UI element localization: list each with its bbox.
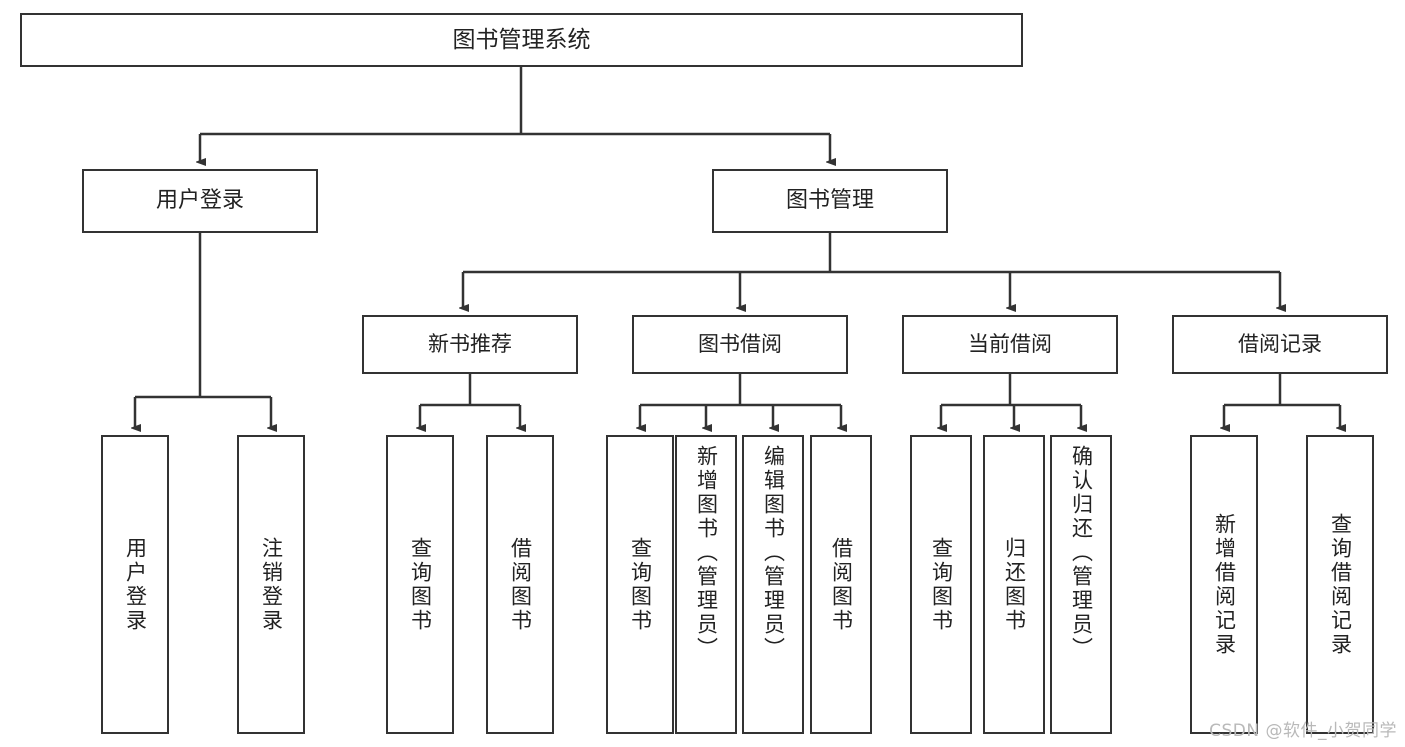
node-label: 新书推荐 xyxy=(428,332,512,357)
leaf-add-book-admin[interactable]: 新增图书（管理员） xyxy=(675,435,737,734)
node-label: 用户登录 xyxy=(155,188,244,214)
node-borrowing-records[interactable]: 借阅记录 xyxy=(1172,315,1388,374)
leaf-edit-book-admin[interactable]: 编辑图书（管理员） xyxy=(742,435,804,734)
node-label: 图书管理系统 xyxy=(452,26,591,53)
leaf-query-borrow-record[interactable]: 查询借阅记录 xyxy=(1306,435,1374,734)
watermark-text: CSDN @软件_小贺同学 xyxy=(1209,721,1397,741)
leaf-return-books[interactable]: 归还图书 xyxy=(983,435,1045,734)
leaf-confirm-return-admin[interactable]: 确认归还（管理员） xyxy=(1050,435,1112,734)
node-label: 图书管理 xyxy=(785,188,874,214)
leaf-user-logout[interactable]: 注销登录 xyxy=(237,435,305,734)
leaf-query-books-newbook[interactable]: 查询图书 xyxy=(386,435,454,734)
node-label: 当前借阅 xyxy=(968,332,1052,357)
leaf-label: 查询借阅记录 xyxy=(1328,512,1353,657)
leaf-borrow-books[interactable]: 借阅图书 xyxy=(810,435,872,734)
leaf-query-books-current[interactable]: 查询图书 xyxy=(910,435,972,734)
node-new-book-recommendation[interactable]: 新书推荐 xyxy=(362,315,578,374)
node-book-management[interactable]: 图书管理 xyxy=(712,169,948,233)
node-book-borrowing[interactable]: 图书借阅 xyxy=(632,315,848,374)
leaf-query-books-borrow[interactable]: 查询图书 xyxy=(606,435,674,734)
leaf-user-login[interactable]: 用户登录 xyxy=(101,435,169,734)
leaf-label: 借阅图书 xyxy=(829,536,854,633)
leaf-label: 编辑图书（管理员） xyxy=(761,445,786,661)
leaf-borrow-books-newbook[interactable]: 借阅图书 xyxy=(486,435,554,734)
leaf-label: 查询图书 xyxy=(929,536,954,633)
leaf-label: 新增借阅记录 xyxy=(1212,512,1237,657)
leaf-label: 确认归还（管理员） xyxy=(1069,445,1094,661)
leaf-label: 新增图书（管理员） xyxy=(694,445,719,661)
node-user-login[interactable]: 用户登录 xyxy=(82,169,318,233)
leaf-add-borrow-record[interactable]: 新增借阅记录 xyxy=(1190,435,1258,734)
node-root-book-management-system[interactable]: 图书管理系统 xyxy=(20,13,1023,67)
leaf-label: 注销登录 xyxy=(259,536,284,633)
leaf-label: 归还图书 xyxy=(1002,536,1027,633)
leaf-label: 查询图书 xyxy=(408,536,433,633)
leaf-label: 用户登录 xyxy=(123,536,148,633)
node-label: 借阅记录 xyxy=(1238,332,1322,357)
leaf-label: 借阅图书 xyxy=(508,536,533,633)
node-current-borrowing[interactable]: 当前借阅 xyxy=(902,315,1118,374)
leaf-label: 查询图书 xyxy=(628,536,653,633)
node-label: 图书借阅 xyxy=(698,332,782,357)
